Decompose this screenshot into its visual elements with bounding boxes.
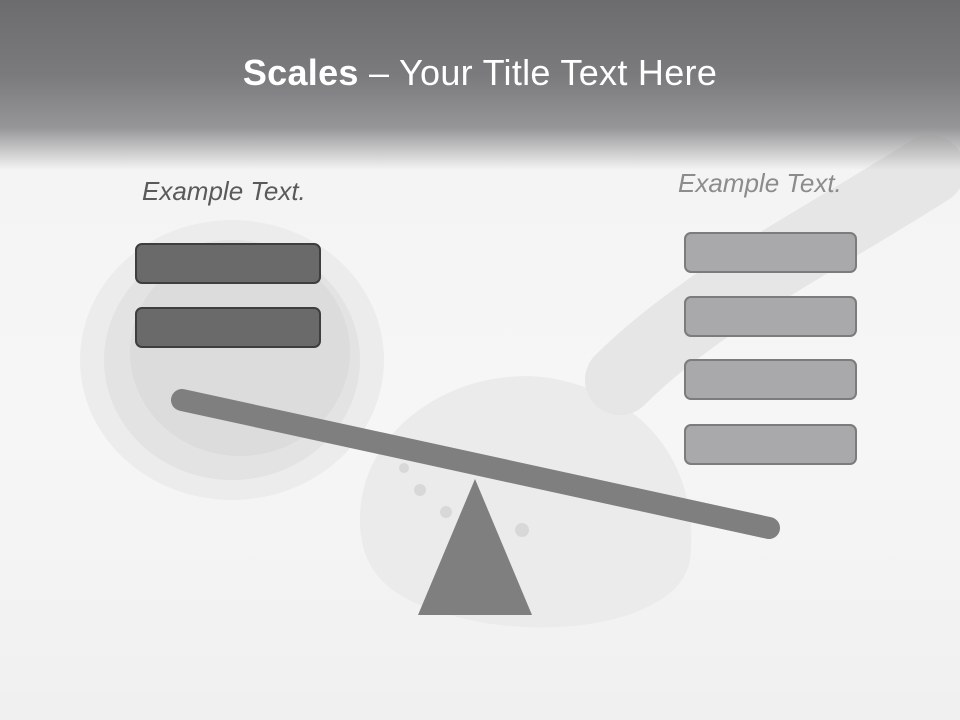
title-bold: Scales bbox=[242, 52, 359, 93]
scale-beam bbox=[171, 389, 780, 539]
right-box bbox=[684, 296, 857, 337]
title-rest: – Your Title Text Here bbox=[358, 52, 718, 93]
fulcrum-triangle bbox=[418, 479, 532, 615]
title-bar bbox=[0, 0, 960, 170]
right-box bbox=[684, 424, 857, 465]
left-example-label: Example Text. bbox=[142, 176, 306, 206]
left-box bbox=[135, 307, 321, 348]
left-box bbox=[135, 243, 321, 284]
right-example-label: Example Text. bbox=[678, 168, 842, 198]
slide-title: Scales – Your Title Text Here bbox=[0, 52, 960, 94]
right-box bbox=[684, 359, 857, 400]
right-box bbox=[684, 232, 857, 273]
